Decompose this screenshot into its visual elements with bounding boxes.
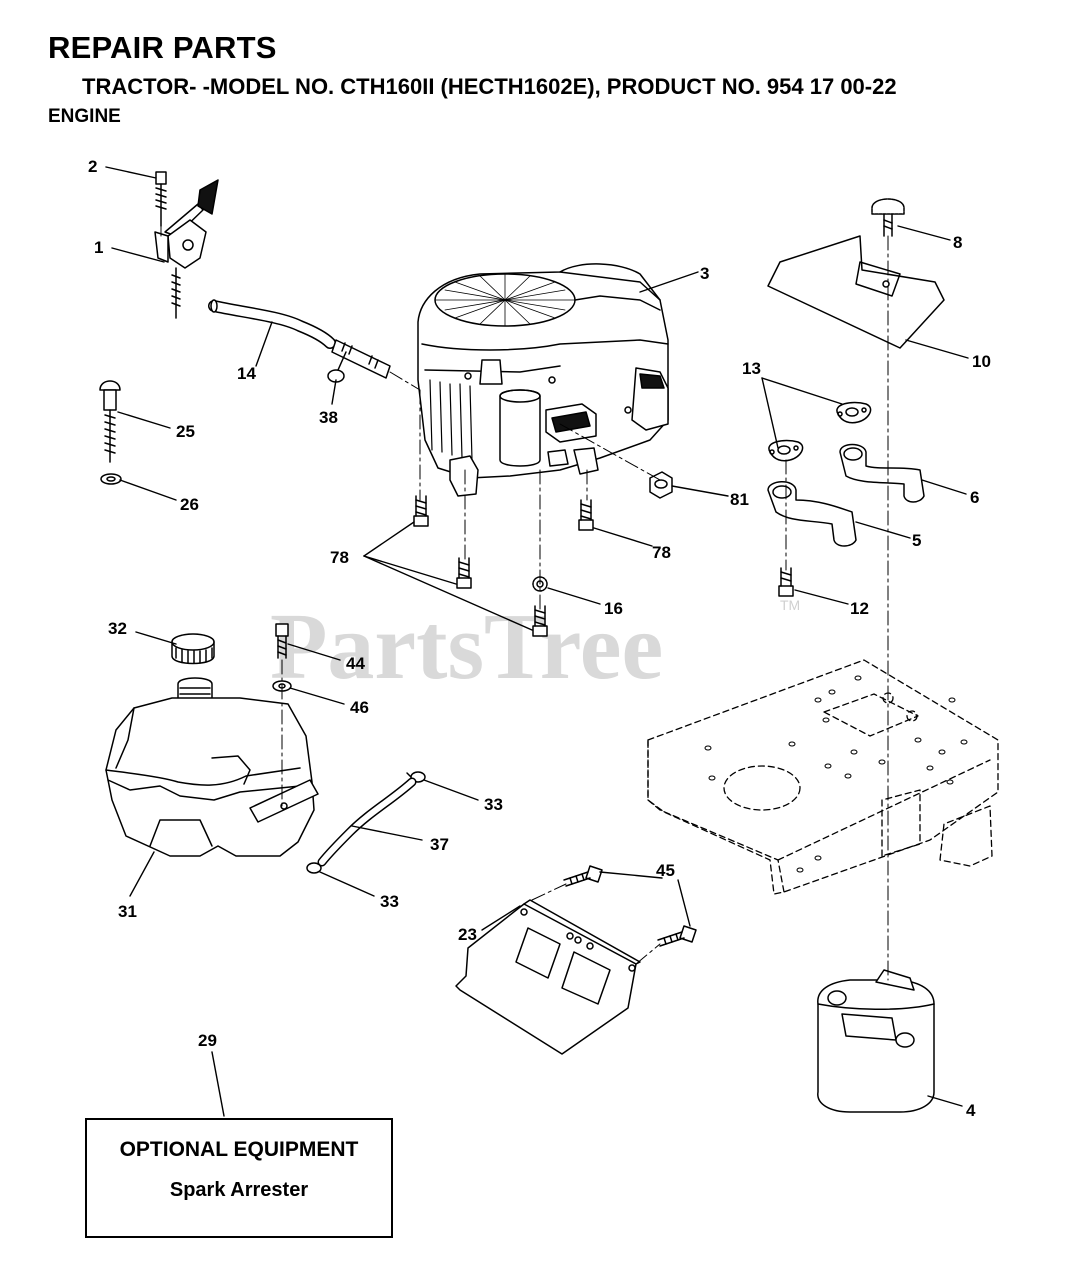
callout-46: 46 <box>350 698 369 717</box>
callout-29: 29 <box>198 1031 217 1050</box>
part-13-gasket-upper <box>836 401 872 424</box>
part-78-bolt-left <box>413 495 429 527</box>
part-14-tube <box>208 299 336 349</box>
part-5-exhaust-pipe <box>767 481 857 547</box>
callout-25: 25 <box>176 422 195 441</box>
part-45-screw-lower <box>657 925 697 947</box>
part-1-throttle-control <box>154 179 219 319</box>
callout-1: 1 <box>94 238 103 257</box>
alignment-lines <box>160 225 889 981</box>
callout-23: 23 <box>458 925 477 944</box>
callout-2: 2 <box>88 157 97 176</box>
part-81-nut <box>649 471 673 499</box>
part-26-washer <box>100 473 122 485</box>
part-8-knob <box>871 198 905 237</box>
part-33-clamp-lower <box>306 862 322 874</box>
part-78-bolt-right <box>578 499 594 531</box>
callout-38: 38 <box>319 408 338 427</box>
callout-3: 3 <box>700 264 709 283</box>
part-45-screw-upper <box>563 865 603 887</box>
part-10-heat-shield <box>767 235 945 349</box>
callout-4: 4 <box>966 1101 976 1120</box>
callout-81: 81 <box>730 490 749 509</box>
part-6-exhaust-pipe <box>839 443 925 503</box>
callout-6: 6 <box>970 488 979 507</box>
page-title: REPAIR PARTS <box>48 30 277 65</box>
section-label: ENGINE <box>48 106 121 127</box>
part-3-engine <box>417 263 669 497</box>
callout-14: 14 <box>237 364 256 383</box>
part-4-muffler <box>817 969 935 1113</box>
callout-labels: 2 1 3 8 10 13 14 38 25 26 6 81 5 78 78 1… <box>88 157 991 1120</box>
callout-8: 8 <box>953 233 962 252</box>
optional-equipment-item: Spark Arrester <box>169 1179 309 1201</box>
callout-12: 12 <box>850 599 869 618</box>
callout-78b: 78 <box>652 543 671 562</box>
part-78-bolt-lower <box>532 605 548 637</box>
optional-equipment-box: OPTIONAL EQUIPMENT Spark Arrester <box>85 1118 393 1238</box>
watermark-trademark: TM <box>780 597 800 613</box>
callout-13: 13 <box>742 359 761 378</box>
optional-equipment-title: OPTIONAL EQUIPMENT <box>119 1138 359 1161</box>
callout-26: 26 <box>180 495 199 514</box>
part-13-gasket-lower <box>768 439 804 462</box>
part-25-knob <box>99 380 121 463</box>
callout-16: 16 <box>604 599 623 618</box>
callout-31: 31 <box>118 902 137 921</box>
callout-33a: 33 <box>484 795 503 814</box>
part-32-fuel-cap <box>171 633 215 665</box>
callout-5: 5 <box>912 531 921 550</box>
frame-holes <box>704 675 968 873</box>
callout-44: 44 <box>346 654 365 673</box>
callout-33b: 33 <box>380 892 399 911</box>
leader-lines <box>105 166 969 1117</box>
part-37-fuel-hose <box>317 777 417 867</box>
callout-10: 10 <box>972 352 991 371</box>
callout-37: 37 <box>430 835 449 854</box>
part-31-fuel-tank <box>105 677 319 857</box>
part-23-bracket <box>455 899 641 1055</box>
callout-78a: 78 <box>330 548 349 567</box>
callout-45: 45 <box>656 861 675 880</box>
part-2-screw <box>155 171 167 227</box>
part-78-bolt-center <box>456 557 472 589</box>
part-12-bolt <box>778 567 794 597</box>
frame-outline <box>647 659 999 895</box>
part-38-fitting <box>327 339 391 383</box>
page-header: REPAIR PARTS TRACTOR- -MODEL NO. CTH160I… <box>0 0 1085 140</box>
model-subtitle: TRACTOR- -MODEL NO. CTH160II (HECTH1602E… <box>82 74 897 99</box>
watermark-text: PartsTree <box>270 595 663 699</box>
callout-32: 32 <box>108 619 127 638</box>
part-44-screw <box>275 623 289 659</box>
